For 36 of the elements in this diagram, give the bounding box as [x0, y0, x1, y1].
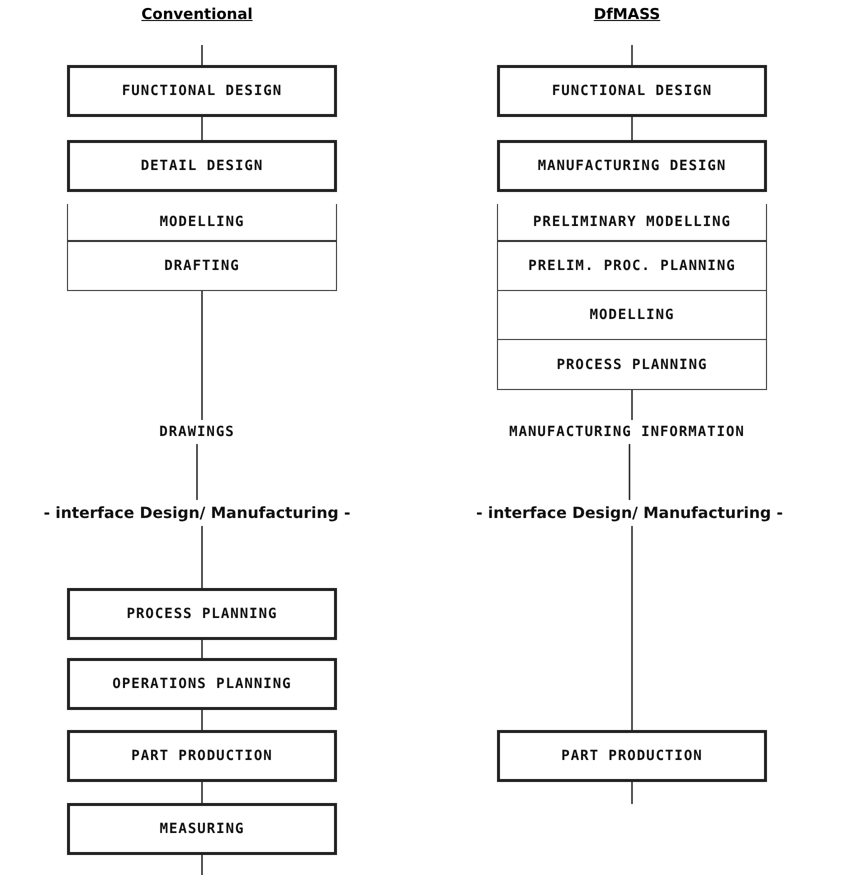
process-box: PRELIM. PROC. PLANNING: [497, 241, 767, 291]
connector-line: [631, 117, 633, 140]
process-box: PROCESS PLANNING: [67, 588, 337, 640]
connector-line: [631, 782, 633, 804]
process-box: FUNCTIONAL DESIGN: [67, 65, 337, 117]
process-box: PART PRODUCTION: [497, 730, 767, 782]
flow-text: - interface Design/ Manufacturing -: [2, 500, 392, 526]
process-box: PROCESS PLANNING: [497, 339, 767, 390]
process-box: PART PRODUCTION: [67, 730, 337, 782]
connector-line: [631, 390, 633, 420]
connector-line: [201, 782, 203, 803]
flow-text: - interface Design/ Manufacturing -: [432, 500, 827, 526]
connector-line: [201, 526, 203, 588]
process-box: MODELLING: [497, 290, 767, 340]
process-box: DETAIL DESIGN: [67, 140, 337, 192]
process-box: OPERATIONS PLANNING: [67, 658, 337, 710]
connector-line: [201, 45, 203, 65]
connector-line: [201, 855, 203, 875]
connector-line: [201, 291, 203, 420]
process-box: MEASURING: [67, 803, 337, 855]
column-heading: DfMASS: [594, 5, 660, 23]
connector-line: [196, 444, 198, 500]
process-box: DRAFTING: [67, 241, 337, 291]
column-heading: Conventional: [141, 5, 253, 23]
connector-line: [201, 117, 203, 140]
connector-line: [201, 710, 203, 730]
flow-text: MANUFACTURING INFORMATION: [507, 420, 747, 444]
connector-line: [628, 444, 630, 500]
connector-line: [631, 45, 633, 65]
process-box: MANUFACTURING DESIGN: [497, 140, 767, 192]
process-box: PRELIMINARY MODELLING: [497, 204, 767, 241]
connector-line: [201, 640, 203, 658]
process-box: MODELLING: [67, 204, 337, 241]
process-box: FUNCTIONAL DESIGN: [497, 65, 767, 117]
flow-text: DRAWINGS: [137, 420, 257, 444]
connector-line: [631, 526, 633, 730]
